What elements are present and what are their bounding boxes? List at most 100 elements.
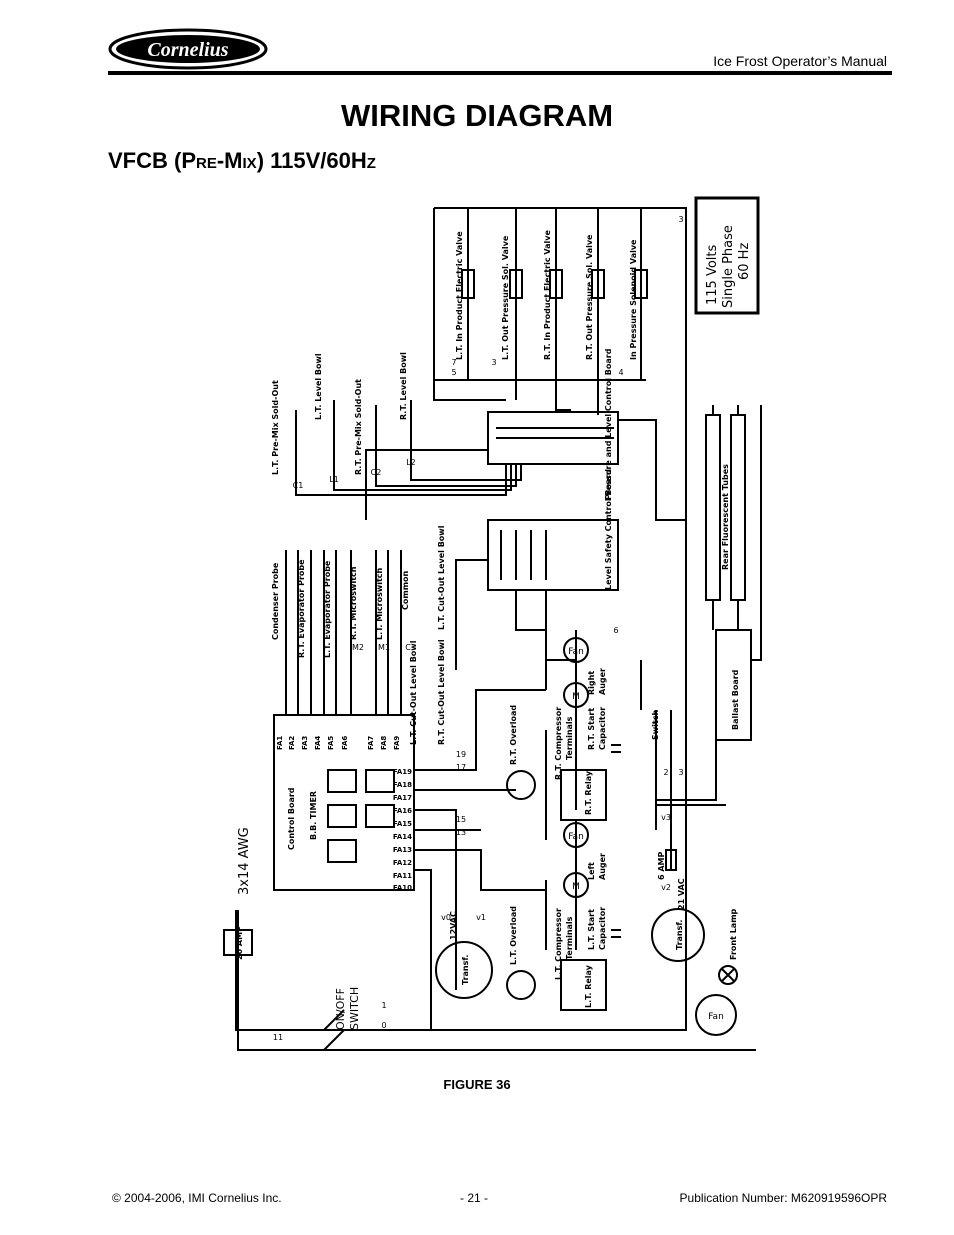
valve-label: In Pressure Solenoid Valve <box>629 239 638 360</box>
right-auger-label: Auger <box>598 668 607 695</box>
fan-label: Fan <box>568 647 584 657</box>
svg-text:FA16: FA16 <box>393 807 412 815</box>
svg-text:FA8: FA8 <box>380 736 388 750</box>
front-lamp-label: Front Lamp <box>729 908 738 960</box>
cut-out-label: L.T. Cut-Out Level Bowl <box>437 525 446 630</box>
svg-text:17: 17 <box>456 763 466 772</box>
lt-start-cap-label: Capacitor <box>598 907 607 950</box>
svg-text:FA17: FA17 <box>393 794 412 802</box>
svg-text:v1: v1 <box>476 913 486 922</box>
figure-caption: FIGURE 36 <box>443 1077 511 1092</box>
cut-out-label: L.T. Cut-Out Level Bowl <box>409 640 418 745</box>
svg-text:M2: M2 <box>352 643 364 652</box>
svg-text:15: 15 <box>456 815 466 824</box>
svg-text:C1: C1 <box>293 481 304 490</box>
probe-label: R.T. Evaporator Probe <box>297 559 306 658</box>
svg-text:FA7: FA7 <box>367 736 375 750</box>
svg-text:FA12: FA12 <box>393 859 412 867</box>
left-auger-label: Auger <box>598 853 607 880</box>
right-auger-label: Right <box>587 671 596 695</box>
svg-text:FA19: FA19 <box>393 768 412 776</box>
svg-text:FA4: FA4 <box>314 736 322 750</box>
svg-text:FA18: FA18 <box>393 781 412 789</box>
fan-label: Fan <box>568 832 584 842</box>
fuse-main-label: 20 AMP <box>235 926 244 960</box>
transf-label: Transf. <box>461 955 470 985</box>
probe-label: R.T. Microswitch <box>349 566 358 640</box>
main-power-wire <box>235 207 687 1031</box>
probe-label: Condenser Probe <box>271 562 280 640</box>
motor-label: M <box>572 692 580 702</box>
transf-label: Transf. <box>675 920 684 950</box>
wiring-diagram: 115 Volts Single Phase 60 Hz L.T. In Pro… <box>223 196 762 1051</box>
page-subtitle: VFCB (PRE-MIX) 115V/60HZ <box>108 148 376 173</box>
cornelius-logo: Cornelius <box>108 28 268 70</box>
vac12-label: 12VAC <box>449 911 458 940</box>
svg-text:L1: L1 <box>329 475 339 484</box>
switch-label: SWITCH <box>348 987 361 1030</box>
neutral-wire <box>237 910 756 1051</box>
cut-out-label: R.T. Cut-Out Level Bowl <box>437 639 446 745</box>
pressure-board-label: Pressure and Level Control Board <box>604 348 613 500</box>
switch-label: Switch <box>651 710 660 740</box>
ballast-label: Ballast Board <box>731 669 740 730</box>
power-hz: 60 Hz <box>737 243 752 280</box>
footer-page-number: - 21 - <box>460 1191 489 1205</box>
svg-text:FA2: FA2 <box>288 736 296 750</box>
svg-text:0: 0 <box>381 1021 386 1030</box>
rt-start-cap-label: Capacitor <box>598 707 607 750</box>
svg-text:3: 3 <box>678 215 683 224</box>
fuse6-label: 6 AMP <box>657 851 666 880</box>
sensor-label: R.T. Pre-Mix Sold-Out <box>354 379 363 475</box>
fluorescent-label: Rear Fluorescent Tubes <box>721 464 730 570</box>
svg-text:v2: v2 <box>661 883 671 892</box>
control-board-label: Control Board <box>287 787 296 850</box>
svg-text:3: 3 <box>678 768 683 777</box>
svg-text:11: 11 <box>273 1033 283 1042</box>
timer-label: B.B. TIMER <box>309 791 318 840</box>
rt-overload-label: R.T. Overload <box>509 705 518 765</box>
lt-overload-label: L.T. Overload <box>509 906 518 965</box>
svg-text:FA10: FA10 <box>393 884 412 892</box>
probe-label: L.T. Evaporator Probe <box>323 560 332 658</box>
svg-text:3: 3 <box>491 358 496 367</box>
svg-text:7: 7 <box>451 358 456 367</box>
valve-label: L.T. Out Pressure Sol. Valve <box>501 235 510 360</box>
svg-text:M1: M1 <box>378 643 390 652</box>
power-volts: 115 Volts <box>705 245 720 305</box>
svg-text:1: 1 <box>381 1001 386 1010</box>
probe-label: L.T. Microswitch <box>375 567 384 640</box>
rt-compressor-label: Terminals <box>565 716 574 760</box>
valve-label: R.T. Out Pressure Sol. Valve <box>585 234 594 360</box>
svg-text:v0: v0 <box>441 913 451 922</box>
rt-start-cap-label: R.T. Start <box>587 708 596 750</box>
vac21-label: 21 VAC <box>677 878 686 910</box>
fan-label: Fan <box>708 1012 724 1022</box>
sensor-label: L.T. Pre-Mix Sold-Out <box>271 380 280 475</box>
lt-compressor-label: Terminals <box>565 916 574 960</box>
svg-text:5: 5 <box>451 368 456 377</box>
svg-text:FA6: FA6 <box>341 736 349 750</box>
svg-text:C: C <box>405 643 411 652</box>
svg-text:6: 6 <box>613 626 618 635</box>
svg-text:4: 4 <box>618 368 623 377</box>
footer-copyright: © 2004-2006, IMI Cornelius Inc. <box>112 1191 282 1205</box>
svg-text:19: 19 <box>456 750 466 759</box>
left-auger-label: Left <box>587 862 596 880</box>
logo-text: Cornelius <box>147 39 228 61</box>
lt-start-cap-label: L.T. Start <box>587 909 596 950</box>
svg-text:C2: C2 <box>371 468 382 477</box>
lt-compressor-label: L.T. Compressor <box>554 908 563 980</box>
awg-label: 3x14 AWG <box>237 827 252 895</box>
safety-board-shape <box>487 519 619 591</box>
motor-label: M <box>572 882 580 892</box>
svg-text:FA15: FA15 <box>393 820 412 828</box>
on-off-label: ON/OFF <box>334 988 347 1030</box>
header-rule <box>108 71 892 75</box>
pressure-board-shape <box>487 411 619 465</box>
power-phase: Single Phase <box>721 225 736 308</box>
valve-label: R.T. In Product Electric Valve <box>543 230 552 360</box>
rt-relay-label: R.T. Relay <box>584 770 593 815</box>
power-spec-box <box>694 196 760 315</box>
page-title: WIRING DIAGRAM <box>340 98 614 133</box>
